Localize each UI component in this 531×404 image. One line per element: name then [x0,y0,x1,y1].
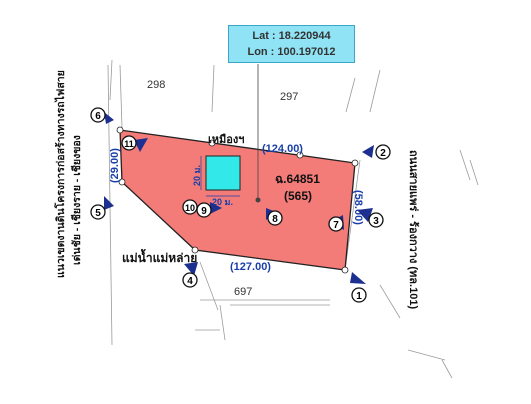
coordinate-box: Lat : 18.220944 Lon : 100.197012 [228,25,355,63]
photo-point-number: 5 [95,208,101,219]
highway-label: ถนนสายแพร่ - ร้องกวาง (ทล.101) [407,150,420,309]
parcel-polygon [119,129,356,271]
photo-point-11: 11 [121,135,148,152]
photo-point-1: 1 [350,272,367,303]
vertex [191,246,199,254]
vertex [351,159,359,167]
camera-direction-icon [184,262,198,276]
photo-point-4: 4 [182,262,198,288]
photo-point-number: 4 [187,276,193,287]
camera-direction-icon [104,112,114,124]
vertex [116,126,124,134]
photo-point-number: 10 [185,203,195,213]
vertex [118,178,126,186]
photo-point-number: 1 [356,291,362,302]
photo-point-8: 8 [266,208,283,226]
photo-point-5: 5 [90,196,114,220]
location-point [255,197,261,203]
neighbor-parcel-297: 297 [280,91,298,103]
photo-point-9: 9 [196,202,222,218]
vertex [341,266,349,274]
photo-point-number: 11 [124,139,134,149]
lot-number: (565) [284,189,312,203]
camera-direction-icon [350,272,366,284]
dim-bottom-label: (127.00) [230,261,271,273]
photo-point-3: 3 [357,208,384,228]
photo-point-2: 2 [362,144,391,160]
deed-number: ฉ.64851 [275,172,320,186]
river-label: แม่น้ำแม่หล่าย [122,248,197,265]
cadastral-lines [107,59,479,379]
building-dim-lines [200,156,240,197]
photo-point-6: 6 [90,107,114,124]
building-footprint [205,155,241,191]
photo-point-number: 9 [201,206,207,217]
north-canal-label: เหมืองฯ [208,133,244,146]
dim-top-label: (124.00) [262,143,303,155]
dim-left-label: (29.00) [109,148,121,183]
railway-label-line2: เด่นชัย - เชียงราย - เชียงของ [70,135,83,265]
vertex [296,151,304,159]
camera-direction-icon [104,196,114,210]
photo-point-number: 3 [373,216,379,227]
dim-right-label: (58.00) [352,190,364,225]
building-depth-label: 20 ม. [192,165,202,186]
camera-direction-icon [210,202,222,214]
camera-direction-icon [134,138,148,152]
longitude-label: Lon : 100.197012 [247,46,336,58]
railway-label-line1: แนวเขตงานดินโครงการก่อสร้างทางรถไฟสาย [54,70,67,278]
photo-point-number: 7 [333,220,339,231]
vertex [208,139,216,147]
neighbor-parcel-697: 697 [234,286,252,298]
latitude-label: Lat : 18.220944 [252,30,331,42]
photo-point-number: 8 [272,214,278,225]
building-width-label: 20 ม. [212,197,233,207]
neighbor-parcel-298: 298 [147,79,165,91]
photo-point-7: 7 [328,215,344,232]
camera-direction-icon [362,145,374,158]
photo-point-number: 2 [380,148,386,159]
photo-point-number: 6 [95,111,101,122]
photo-point-10: 10 [182,199,198,215]
parcel-vertices [116,126,359,274]
